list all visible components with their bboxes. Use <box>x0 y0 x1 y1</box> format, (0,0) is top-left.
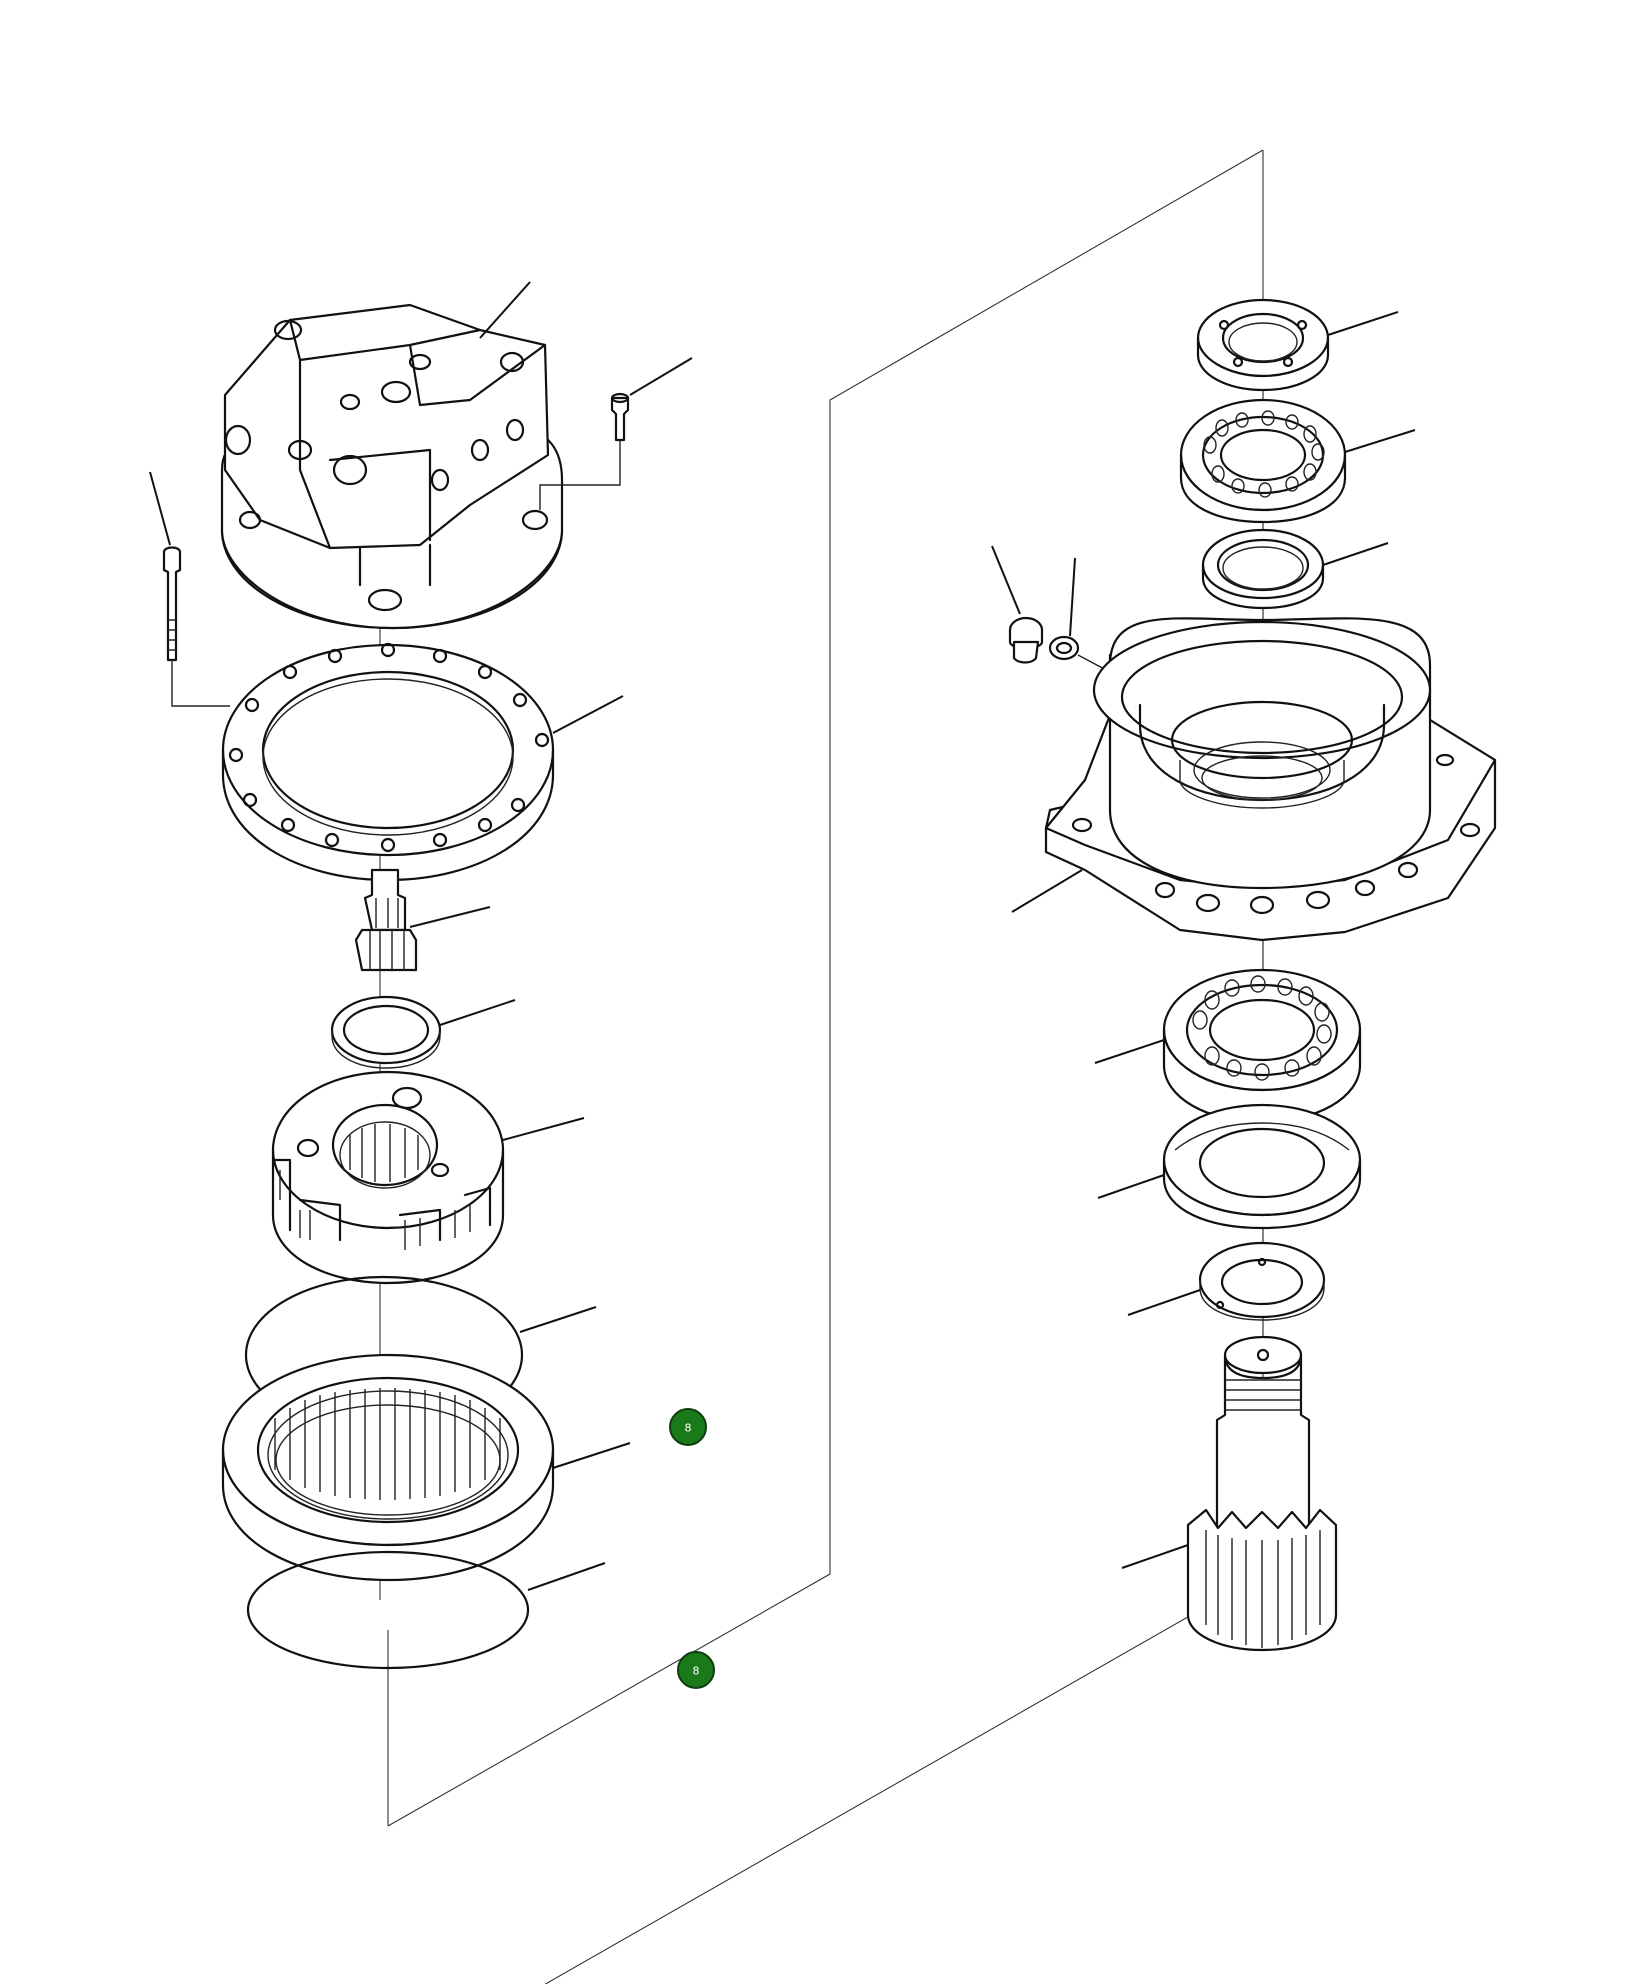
plug-washer <box>1048 557 1111 673</box>
sun-gear-shaft <box>354 868 491 972</box>
spacer-ring <box>1127 1241 1326 1321</box>
callout-badge[interactable]: 8 <box>669 1408 707 1446</box>
thrust-washer <box>330 995 516 1069</box>
lower-o-ring <box>246 1550 606 1670</box>
callout-label: 8 <box>685 1422 692 1435</box>
flange-ring <box>221 642 624 882</box>
hydraulic-motor <box>220 281 564 630</box>
drain-plug <box>991 545 1044 664</box>
callout-label: 8 <box>693 1665 700 1678</box>
upper-roller-bearing <box>1179 398 1416 524</box>
thrust-plate <box>1097 1103 1362 1230</box>
lock-nut <box>1196 298 1399 392</box>
gearbox-housing <box>1011 617 1497 942</box>
lower-roller-bearing <box>1094 968 1362 1124</box>
oil-seal <box>1201 528 1389 610</box>
small-cap-screw <box>539 357 693 510</box>
callout-badge[interactable]: 8 <box>677 1651 715 1689</box>
long-bolt <box>149 471 230 707</box>
planet-carrier <box>271 1070 585 1285</box>
pinion-shaft <box>1121 1335 1338 1652</box>
ring-gear <box>221 1353 631 1582</box>
